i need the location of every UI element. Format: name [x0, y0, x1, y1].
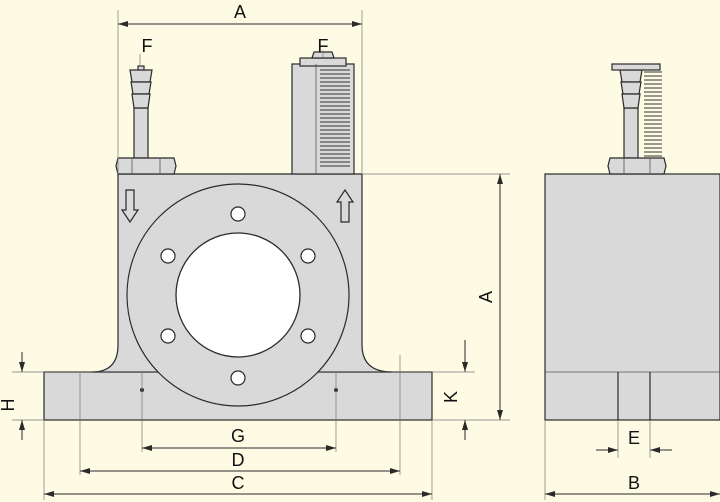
arrow-down-icon — [120, 189, 140, 224]
dimension-labels: A F F A K H G D C E B — [0, 2, 640, 493]
bolt-hole — [160, 328, 176, 344]
label-f-left: F — [142, 36, 153, 56]
label-f-right: F — [318, 36, 329, 56]
label-h: H — [0, 399, 18, 412]
label-a-top: A — [234, 2, 246, 22]
label-e: E — [628, 428, 640, 448]
label-b: B — [628, 473, 640, 493]
hose-barb-fitting — [115, 65, 177, 175]
bolt-hole — [230, 206, 246, 222]
bolt-hole — [160, 248, 176, 264]
label-a-side: A — [476, 291, 496, 303]
center-bore — [175, 232, 301, 358]
arrow-up-icon — [335, 188, 355, 223]
side-fitting — [607, 63, 667, 175]
bolt-hole — [300, 248, 316, 264]
side-view — [544, 63, 720, 421]
side-body — [544, 173, 720, 421]
label-g: G — [231, 426, 245, 446]
label-d: D — [232, 450, 245, 470]
label-k: K — [441, 391, 461, 403]
dimensions — [12, 10, 720, 500]
front-view — [43, 51, 433, 475]
exhaust-silencer — [291, 51, 355, 175]
bolt-holes — [160, 206, 316, 386]
label-c: C — [232, 473, 245, 493]
bolt-hole — [230, 370, 246, 386]
bolt-hole — [300, 328, 316, 344]
